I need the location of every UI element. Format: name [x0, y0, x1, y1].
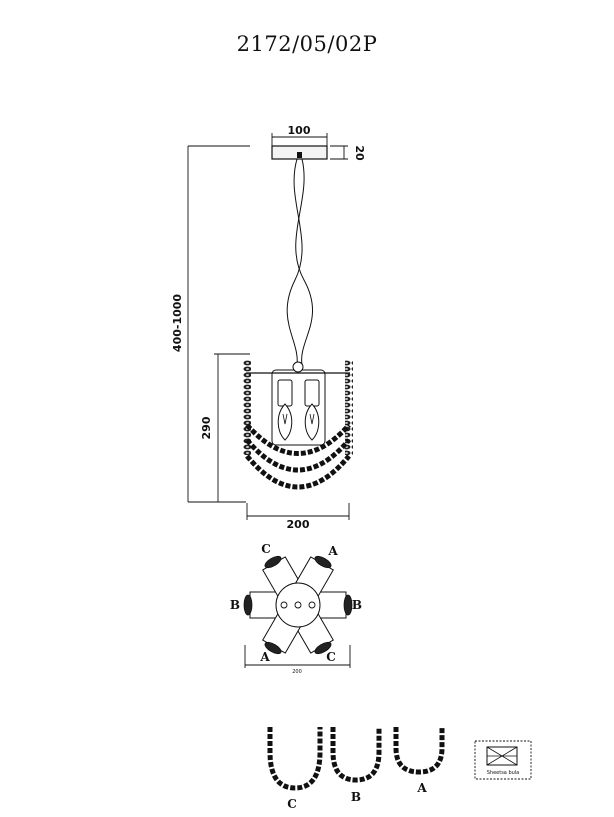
package-box-icon: Sheetsa bula — [474, 740, 532, 780]
model-title: 2172/05/02P — [236, 32, 378, 56]
arm-label-right: B — [352, 598, 362, 612]
chain-b — [330, 727, 382, 783]
crystal-arc — [245, 454, 351, 490]
chain-label-c: C — [287, 797, 297, 811]
chain-label-b: B — [351, 790, 361, 804]
total-height-dimension: 400-1000 — [171, 145, 250, 503]
chain-types — [267, 727, 445, 791]
front-view: 100 20 400- — [171, 124, 366, 531]
canopy-width-dimension: 100 — [271, 124, 328, 146]
chain-label-a: A — [416, 781, 427, 795]
body-height-label: 290 — [200, 416, 213, 439]
canopy-height-label: 20 — [353, 145, 366, 161]
arm-label-left: B — [230, 598, 240, 612]
arm-label-bottom-left: A — [259, 650, 270, 664]
cable — [295, 158, 314, 366]
arm-label-top-left: C — [261, 542, 271, 556]
top-view-width-label: 200 — [292, 669, 302, 675]
top-view-width-dimension: 200 — [244, 645, 351, 675]
body-width-label: 200 — [287, 518, 310, 531]
crystal-arc — [245, 438, 351, 473]
arm-label-bottom-right: C — [326, 650, 336, 664]
top-view: C A B B A C 200 — [230, 542, 362, 675]
canopy-width-label: 100 — [288, 124, 311, 137]
crystal-arc — [245, 423, 351, 456]
body-width-dimension: 200 — [246, 503, 350, 531]
body-height-dimension: 290 — [200, 353, 250, 502]
canopy-height-dimension: 20 — [330, 145, 366, 161]
arm-label-top-right: A — [327, 544, 338, 558]
chain-a — [393, 727, 445, 775]
package-label: Sheetsa bula — [487, 770, 520, 776]
chain-c — [267, 727, 323, 791]
total-height-label: 400-1000 — [171, 294, 184, 352]
cable — [286, 158, 303, 366]
